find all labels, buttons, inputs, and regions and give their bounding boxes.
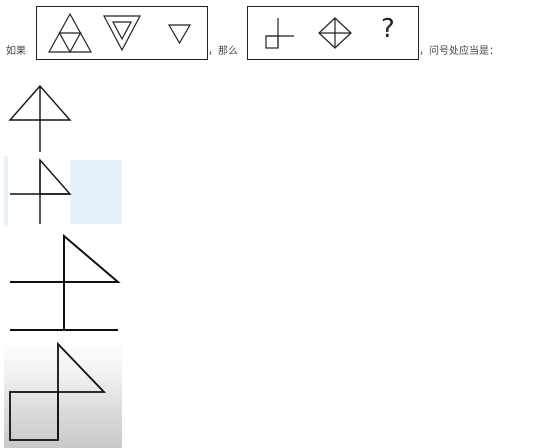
option-1[interactable]: [4, 80, 76, 152]
option-4[interactable]: [4, 338, 122, 448]
figure-box-2: ?: [247, 6, 419, 60]
question-mark: ?: [381, 14, 395, 44]
cross-square-icon: [265, 18, 294, 49]
triangle-over-cross-icon: [8, 84, 72, 152]
inverted-nested-triangle-icon: [103, 15, 141, 52]
highlight-patch: [70, 160, 122, 224]
diamond-cross-icon: [318, 17, 352, 49]
figure-box-1: [36, 6, 208, 60]
small-inverted-triangle-icon: [167, 24, 192, 45]
question-middle: ，那么: [208, 46, 238, 57]
question-prefix: 如果: [6, 46, 26, 57]
question-suffix: ，问号处应当是：: [419, 46, 499, 57]
square-and-triangle-icon: [9, 341, 107, 441]
option-3[interactable]: [4, 232, 122, 336]
large-triangle-on-cross-icon: [10, 233, 121, 331]
highlight-edge: [4, 156, 8, 226]
cross-with-right-triangle-icon: [10, 158, 72, 224]
triangle-subdivided-icon: [47, 12, 93, 54]
option-2[interactable]: [4, 156, 122, 226]
